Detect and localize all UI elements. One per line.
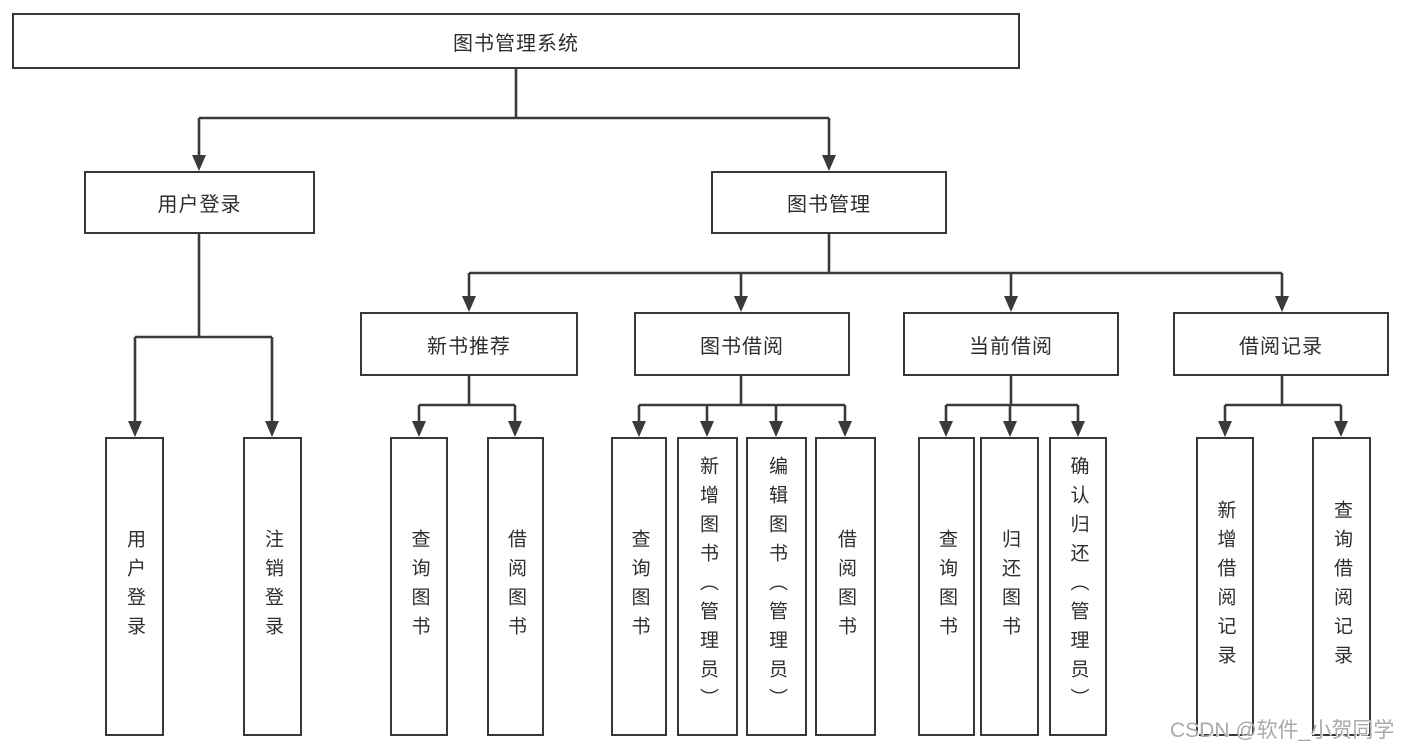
leaf-current-query-books: 查询图书 bbox=[918, 437, 975, 736]
leaf-borrow-books-label: 借阅图书 bbox=[835, 528, 856, 645]
leaf-current-query-books-label: 查询图书 bbox=[936, 528, 957, 645]
leaf-confirm-return-admin-label: 确认归还（管理员） bbox=[1067, 456, 1089, 717]
leaf-recommend-query-books-label: 查询图书 bbox=[408, 528, 430, 645]
leaf-query-borrow-record-label: 查询借阅记录 bbox=[1331, 499, 1352, 674]
leaf-return-books: 归还图书 bbox=[980, 437, 1039, 736]
leaf-borrow-query-books: 查询图书 bbox=[611, 437, 667, 736]
leaf-add-books-admin: 新增图书（管理员） bbox=[677, 437, 738, 736]
node-current-borrow: 当前借阅 bbox=[903, 312, 1119, 376]
leaf-add-borrow-record: 新增借阅记录 bbox=[1196, 437, 1254, 736]
leaf-recommend-borrow-books: 借阅图书 bbox=[487, 437, 544, 736]
arrowheads bbox=[128, 155, 1348, 437]
leaf-user-login: 用户登录 bbox=[105, 437, 164, 736]
leaf-borrow-books: 借阅图书 bbox=[815, 437, 876, 736]
node-user-login: 用户登录 bbox=[84, 171, 315, 234]
leaf-logout-label: 注销登录 bbox=[262, 528, 283, 645]
leaf-borrow-query-books-label: 查询图书 bbox=[628, 528, 650, 645]
leaf-query-borrow-record: 查询借阅记录 bbox=[1312, 437, 1371, 736]
leaf-add-borrow-record-label: 新增借阅记录 bbox=[1214, 499, 1236, 674]
node-book-management: 图书管理 bbox=[711, 171, 947, 234]
leaf-return-books-label: 归还图书 bbox=[999, 528, 1020, 645]
leaf-add-books-admin-label: 新增图书（管理员） bbox=[697, 456, 718, 717]
node-borrow-records: 借阅记录 bbox=[1173, 312, 1389, 376]
leaf-confirm-return-admin: 确认归还（管理员） bbox=[1049, 437, 1107, 736]
node-new-book-recommend-label: 新书推荐 bbox=[427, 335, 511, 358]
leaf-user-login-label: 用户登录 bbox=[124, 528, 145, 645]
node-user-login-label: 用户登录 bbox=[157, 194, 242, 216]
node-new-book-recommend: 新书推荐 bbox=[360, 312, 578, 376]
leaf-recommend-query-books: 查询图书 bbox=[390, 437, 448, 736]
csdn-watermark: CSDN @软件_小贺同学 bbox=[1170, 719, 1395, 742]
node-borrow-records-label: 借阅记录 bbox=[1239, 335, 1323, 358]
node-root-label: 图书管理系统 bbox=[453, 32, 579, 55]
leaf-edit-books-admin: 编辑图书（管理员） bbox=[746, 437, 807, 736]
node-book-management-label: 图书管理 bbox=[787, 194, 871, 216]
node-root-system: 图书管理系统 bbox=[12, 13, 1020, 69]
leaf-recommend-borrow-books-label: 借阅图书 bbox=[505, 528, 526, 645]
node-book-borrow: 图书借阅 bbox=[634, 312, 850, 376]
node-book-borrow-label: 图书借阅 bbox=[700, 335, 784, 358]
leaf-edit-books-admin-label: 编辑图书（管理员） bbox=[766, 456, 787, 717]
leaf-logout: 注销登录 bbox=[243, 437, 302, 736]
node-current-borrow-label: 当前借阅 bbox=[969, 335, 1053, 358]
